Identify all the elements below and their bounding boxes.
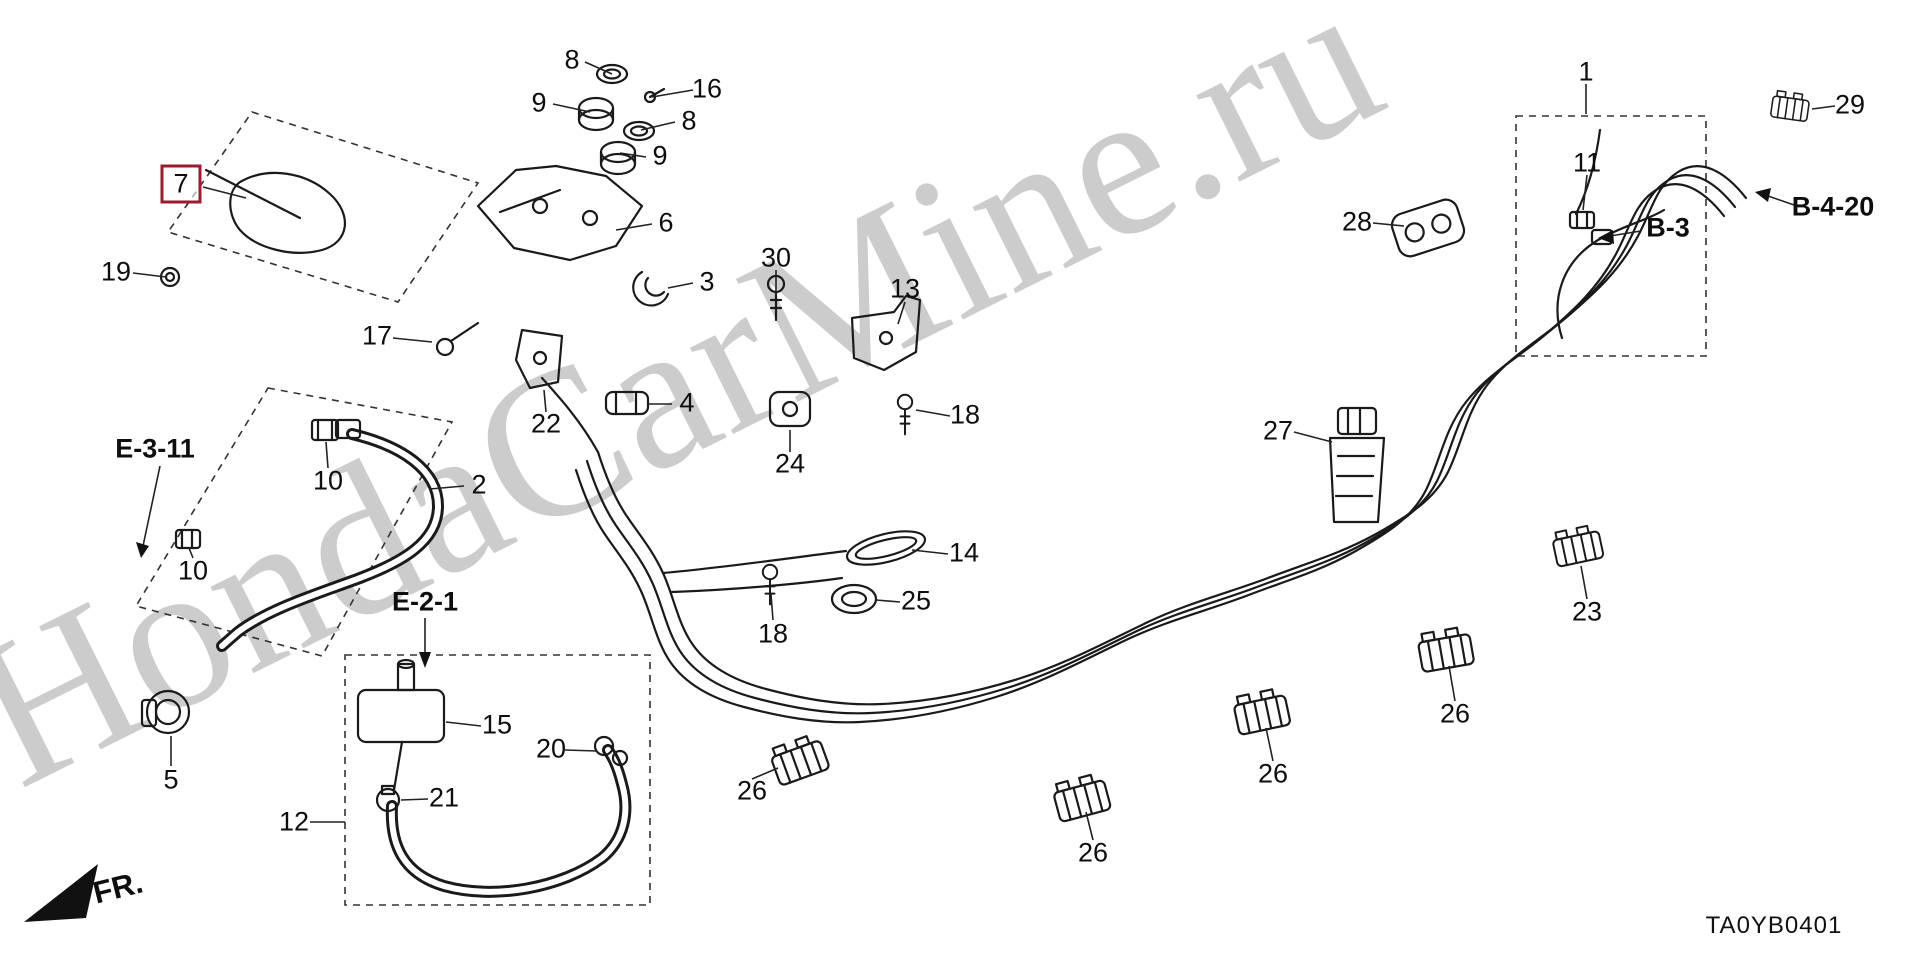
part-label[interactable]: 18 [757,618,789,649]
drawing-code: TA0YB0401 [1705,912,1843,939]
part-label[interactable]: 29 [1834,89,1866,120]
part-label[interactable]: 18 [949,399,981,430]
part-label[interactable]: 4 [679,387,695,418]
pipe-cover-7 [159,168,480,357]
fuel-hose-12 [356,658,632,898]
leader-lines [132,61,1836,841]
part-label[interactable]: 16 [691,73,723,104]
part-label[interactable]: 21 [428,782,460,813]
part-label[interactable]: 10 [177,555,209,586]
part-label[interactable]: 9 [531,87,547,118]
part-label[interactable]: 15 [481,709,513,740]
part-label[interactable]: 30 [760,242,792,273]
part-label[interactable]: 26 [1077,837,1109,868]
part-label[interactable]: 1 [1578,56,1594,87]
part-label[interactable]: 23 [1571,596,1603,627]
ref-label-b-3[interactable]: B-3 [1646,212,1690,243]
part-label[interactable]: 27 [1262,415,1294,446]
part-label[interactable]: 22 [530,408,562,439]
pipe-bracket-6 [476,164,670,307]
middle-brackets [514,274,927,615]
ref-label-e-3-11[interactable]: E-3-11 [115,433,195,464]
reference-arrows [136,188,1798,668]
pipe-clips [766,89,1811,824]
part-label[interactable]: 13 [889,273,921,304]
part-label[interactable]: 6 [658,207,674,238]
ref-label-e-2-1[interactable]: E-2-1 [391,586,459,617]
part-label[interactable]: 28 [1341,206,1373,237]
part-label[interactable]: 10 [312,465,344,496]
part-label[interactable]: 25 [900,585,932,616]
part-label[interactable]: 2 [471,469,487,500]
part-label[interactable]: 20 [535,733,567,764]
part-label[interactable]: 5 [163,764,179,795]
part-label[interactable]: 8 [564,44,580,75]
dashed-assembly-boxes [134,111,1707,906]
part-label[interactable]: 3 [699,266,715,297]
left-clips [140,418,340,735]
part-label[interactable]: 24 [774,448,806,479]
part-label[interactable]: 17 [361,320,393,351]
part-label[interactable]: 14 [948,537,980,568]
part-label[interactable]: 26 [1257,758,1289,789]
part-label[interactable]: 26 [1439,698,1471,729]
grommet-stack [577,63,666,176]
fuel-pipe-bundle [540,128,1748,724]
part-label[interactable]: 26 [736,775,768,806]
fuel-hose-2 [216,418,445,652]
part-label[interactable]: 9 [652,140,668,171]
part-label[interactable]: 11 [1572,147,1602,178]
part-label[interactable]: 19 [100,256,132,287]
part-label-highlighted[interactable]: 7 [160,164,202,204]
fr-direction-arrow [24,864,98,922]
part-label[interactable]: 12 [278,806,310,837]
ref-label-b-4-20[interactable]: B-4-20 [1791,191,1875,222]
part-label[interactable]: 8 [681,105,697,136]
